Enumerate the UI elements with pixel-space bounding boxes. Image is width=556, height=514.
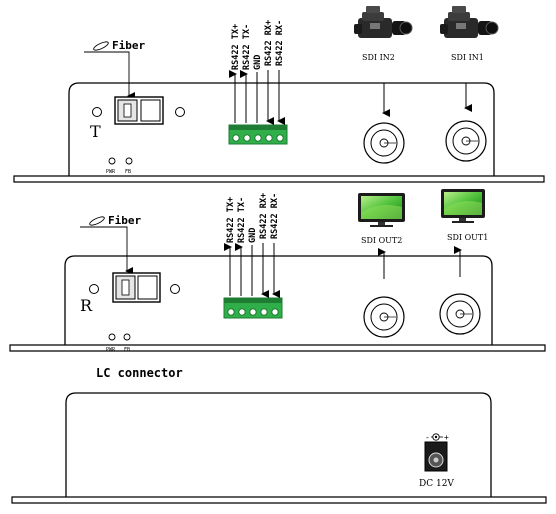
pin-label-tx-plus: RS422 TX+ [231,24,241,70]
lc-connector [89,272,180,303]
bottom-flange [9,344,546,352]
video-camera-icon [354,6,413,38]
dc-12v-label: DC 12V [419,479,454,489]
sdi-in1-label: SDI IN1 [451,53,484,62]
polarity-minus: - [425,433,430,442]
dc-power-jack-icon [424,433,448,472]
video-camera-icon [440,6,499,38]
serial-terminal-block [228,124,288,145]
unit-letter: T [90,122,101,141]
pwr-led-icon [108,333,116,341]
bnc-connector-out1 [439,293,481,335]
fiber-leader [84,51,135,100]
monitor-icon [358,193,405,227]
polarity-plus: + [444,433,449,442]
fiber-strand-icon [89,216,105,226]
sdi-in2-label: SDI IN2 [362,53,395,62]
bottom-chassis [64,255,493,345]
rear-chassis [65,392,492,497]
lc-connector [92,96,185,125]
pwr-led-label: PWR [106,169,116,175]
fiber-strand-icon [93,41,109,51]
pin-label-rx-minus: RS422 RX- [275,20,285,66]
pin-label-gnd: GND [248,228,258,243]
fb-led-icon [125,157,133,165]
pin-label-rx-plus: RS422 RX+ [264,20,274,66]
top-flange [13,175,545,183]
pwr-led-icon [108,157,116,165]
pin-label-gnd: GND [253,55,263,70]
fiber-leader [80,226,133,275]
fb-led-label: FB [125,169,131,175]
fb-led-icon [123,333,131,341]
top-unit: Fiber T PWR FB [13,6,545,183]
sdi-out2-label: SDI OUT2 [361,236,402,245]
serial-terminal-block [223,297,283,319]
pwr-led-label: PWR [106,347,116,353]
bnc-connector-in2 [363,122,405,164]
pin-label-tx-plus: RS422 TX+ [226,197,236,243]
sdi-out1-label: SDI OUT1 [447,233,488,242]
bottom-unit: Fiber R PWR FB RS422 TX+ [9,189,546,353]
pin-label-rx-minus: RS422 RX- [270,193,280,239]
pin-label-tx-minus: RS422 TX- [237,197,247,243]
monitor-icon [441,189,485,223]
pin-label-tx-minus: RS422 TX- [242,24,252,70]
fiber-label: Fiber [112,39,145,52]
rear-panel-unit: - + DC 12V [11,392,547,504]
top-chassis [68,82,495,176]
bnc-connector-in1 [445,120,487,162]
unit-letter: R [80,296,93,315]
pin-label-rx-plus: RS422 RX+ [259,193,269,239]
fb-led-label: FB [124,347,130,353]
lc-connector-caption: LC connector [96,366,183,380]
rear-flange [11,496,547,504]
fiber-label: Fiber [108,214,141,227]
bnc-connector-out2 [363,296,405,338]
